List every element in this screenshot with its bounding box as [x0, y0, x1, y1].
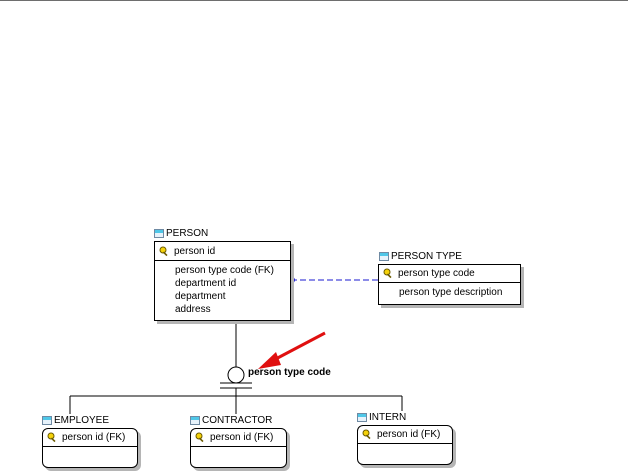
person-entity-title: PERSON: [154, 228, 208, 239]
intern-entity-title: INTERN: [357, 412, 406, 423]
employee-entity-box[interactable]: person id (FK): [42, 428, 138, 468]
contractor-entity-box[interactable]: person id (FK): [190, 428, 287, 468]
top-rule: [0, 0, 628, 1]
table-icon: [190, 416, 200, 425]
person-pk-label: person id: [174, 245, 216, 257]
intern-entity-box[interactable]: person id (FK): [357, 425, 453, 465]
annotation-arrow-shaft: [269, 331, 326, 364]
person-type-attribute-list: person type description: [379, 283, 520, 299]
intern-entity-name: INTERN: [369, 412, 407, 423]
key-icon: [47, 432, 56, 443]
subtype-circle: [227, 366, 245, 384]
table-icon: [357, 413, 367, 422]
person-type-entity-box[interactable]: person type code person type description: [378, 264, 521, 305]
table-icon: [42, 416, 52, 425]
person-attribute: person type code (FK): [175, 265, 274, 276]
key-icon: [362, 429, 371, 440]
person-attribute-list: person type code (FK) department id depa…: [155, 261, 290, 316]
contractor-entity-name: CONTRACTOR: [202, 415, 273, 426]
contractor-pk-row: person id (FK): [191, 429, 286, 447]
intern-pk-row: person id (FK): [358, 426, 452, 444]
key-icon: [383, 268, 392, 279]
key-icon: [195, 432, 204, 443]
table-icon: [379, 252, 389, 261]
person-type-pk-label: person type code: [398, 268, 475, 279]
subtype-discriminator-label: person type code: [248, 367, 331, 378]
person-type-attribute: person type description: [399, 287, 503, 298]
person-type-pk-row: person type code: [379, 265, 520, 283]
employee-entity-title: EMPLOYEE: [42, 415, 109, 426]
employee-entity-name: EMPLOYEE: [54, 415, 110, 426]
employee-pk-label: person id (FK): [62, 432, 126, 443]
person-type-entity-name: PERSON TYPE: [391, 251, 462, 262]
person-entity-box[interactable]: person id person type code (FK) departme…: [154, 241, 291, 321]
person-attribute: department id: [175, 278, 237, 289]
intern-pk-label: person id (FK): [377, 429, 441, 440]
person-attribute: address: [175, 304, 211, 315]
annotation-arrow-head: [258, 352, 281, 369]
contractor-pk-label: person id (FK): [210, 432, 274, 443]
table-icon: [154, 229, 164, 238]
person-pk-row: person id: [155, 242, 290, 261]
person-attribute: department: [175, 291, 226, 302]
key-icon: [159, 246, 168, 256]
person-type-entity-title: PERSON TYPE: [379, 251, 462, 262]
contractor-entity-title: CONTRACTOR: [190, 415, 272, 426]
person-entity-name: PERSON: [166, 228, 209, 239]
employee-pk-row: person id (FK): [43, 429, 137, 447]
